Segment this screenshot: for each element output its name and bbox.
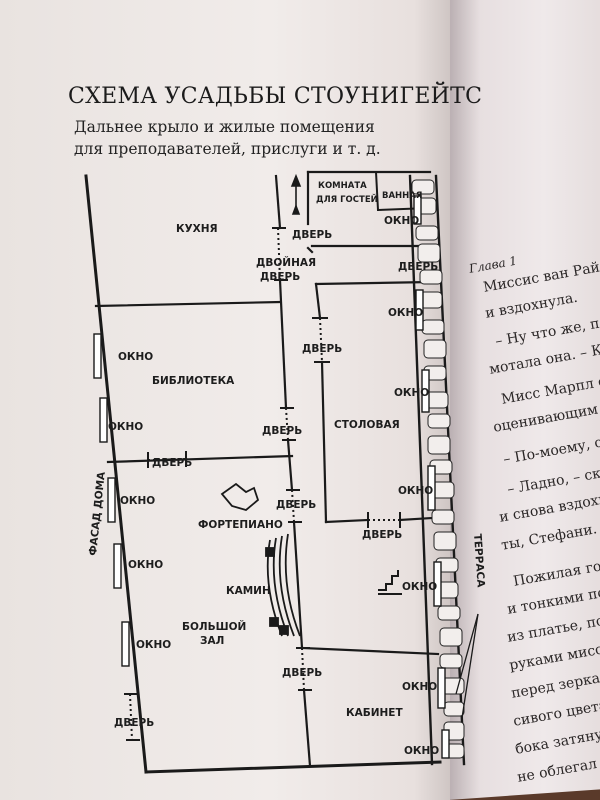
room-kitchen: КУХНЯ [176, 223, 218, 235]
label-door-front: ДВЕРЬ [114, 717, 154, 729]
label-window-7: ОКНО [388, 307, 423, 319]
fireplace-icon [265, 533, 301, 637]
label-door-dining: ДВЕРЬ [302, 343, 342, 355]
label-window-12: ОКНО [404, 745, 439, 757]
library-wall [106, 454, 294, 464]
label-window-4: ОКНО [128, 559, 163, 571]
label-door-dining-south: ДВЕРЬ [362, 529, 402, 541]
page-subtitle-line2: для преподавателей, прислуги и т. д. [74, 140, 381, 158]
central-wall [278, 278, 288, 410]
label-door-study: ДВЕРЬ [282, 667, 322, 679]
label-window-11: ОКНО [402, 681, 437, 693]
label-window-3: ОКНО [120, 495, 155, 507]
label-door-library: ДВЕРЬ [262, 425, 302, 437]
room-piano: ФОРТЕПИАНО [198, 519, 283, 531]
study-wall [300, 646, 440, 656]
room-guest-1: КОМНАТА [318, 181, 367, 191]
room-hall-2: ЗАЛ [200, 635, 224, 647]
label-window-9: ОКНО [398, 485, 433, 497]
page-title: СХЕМА УСАДЬБЫ СТОУНИГЕЙТС [68, 84, 483, 109]
facade-wall [84, 174, 148, 774]
terrace-wall [408, 174, 434, 766]
terrace-windows [413, 195, 450, 759]
arrow-icon [290, 173, 302, 215]
label-window-5: ОКНО [136, 639, 171, 651]
label-double-door-1: ДВОЙНАЯ [256, 256, 316, 269]
label-window-1: ОКНО [118, 351, 153, 363]
stairs-icon [378, 570, 402, 595]
label-facade: ФАСАД ДОМА [87, 470, 108, 556]
label-window-8: ОКНО [394, 387, 429, 399]
label-door-terrace: ДВЕРЬ [398, 261, 438, 273]
page-subtitle-line1: Дальнее крыло и жилые помещения [74, 118, 375, 136]
label-window-6: ОКНО [384, 215, 419, 227]
room-fireplace: КАМИН [226, 585, 271, 597]
door-gaps [129, 227, 400, 741]
left-page [0, 0, 450, 800]
room-bathroom: ВАННАЯ [382, 191, 422, 201]
bottom-wall [144, 760, 442, 774]
door-bars [124, 227, 401, 741]
terrace-pointer [455, 613, 479, 719]
label-double-door-2: ДВЕРЬ [260, 271, 300, 283]
label-door-library-hall: ДВЕРЬ [152, 457, 192, 469]
kitchen-wall [94, 300, 282, 308]
room-guest-2: ДЛЯ ГОСТЕЙ [316, 193, 378, 205]
piano-icon [220, 482, 260, 511]
label-terrace: ТЕРРАСА [471, 533, 487, 588]
room-dining: СТОЛОВАЯ [334, 419, 400, 431]
label-window-10: ОКНО [402, 581, 437, 593]
room-study: КАБИНЕТ [346, 707, 403, 719]
dining-wall [314, 280, 432, 286]
facade-windows [93, 333, 130, 667]
room-library: БИБЛИОТЕКА [152, 375, 235, 387]
label-window-2: ОКНО [108, 421, 143, 433]
label-door-guest: ДВЕРЬ [292, 229, 332, 241]
label-door-hall: ДВЕРЬ [276, 499, 316, 511]
room-hall-1: БОЛЬШОЙ [182, 620, 246, 633]
